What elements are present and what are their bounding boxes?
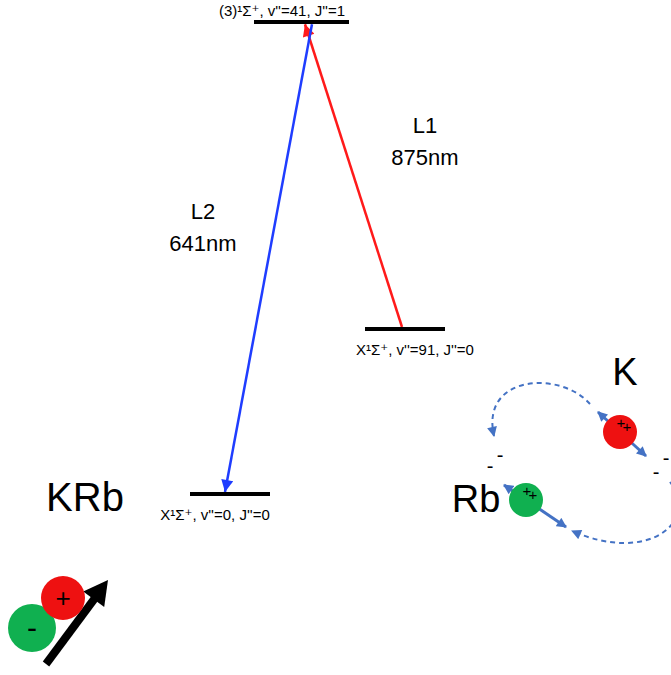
charge-sign: - [497,445,504,465]
species-name: K [612,353,637,391]
charge-sign: - [487,456,494,476]
atom-circle: ++ [603,415,637,449]
dipole-double-arrow [598,412,646,456]
charge-sign: - [653,462,660,482]
edge-label-holder: L2 641nm [167,196,238,260]
edge-label-holder: L1 875nm [389,110,460,174]
energy-level-bar [190,492,270,496]
species-name: KRb [46,477,124,517]
charge-sign: + [523,483,532,498]
energy-level-bar [254,20,349,24]
charge-sign: - [27,613,37,643]
charge-sign-holder: + [523,483,532,498]
laser-label: L2 641nm [167,196,238,260]
dipole-arrow-head [83,580,108,607]
label-holder: Rb [452,480,501,518]
label-holder: - [497,445,504,465]
energy-level-bar [365,327,445,331]
atom-circle: + [41,576,85,620]
label-holder: - [487,456,494,476]
atom-circle: ++ [509,483,543,517]
level-label: (3)¹Σ⁺, v''=41, J''=1 [219,2,345,19]
laser-label: L1 875nm [389,110,460,174]
energy-level: (3)¹Σ⁺, v''=41, J''=1 [219,2,345,24]
energy-level: X¹Σ⁺, v''=91, J''=0 [356,327,474,358]
charge-sign: + [55,585,70,611]
level-label: X¹Σ⁺, v''=91, J''=0 [356,341,474,358]
charge-sign: + [617,415,626,430]
label-holder: K [612,353,637,391]
species-name: Rb [452,480,501,518]
label-holder: - [653,462,660,482]
level-label: X¹Σ⁺, v''=0, J''=0 [160,506,270,523]
label-holder: KRb [46,477,124,517]
charge-sign: - [663,448,670,468]
dashed-arc-arrow [572,482,671,543]
dashed-arc-arrow [492,383,590,436]
laser-transition-arrow [305,24,402,327]
charge-sign-holder: + [617,415,626,430]
energy-level: X¹Σ⁺, v''=0, J''=0 [160,492,270,523]
label-holder: - [663,448,670,468]
